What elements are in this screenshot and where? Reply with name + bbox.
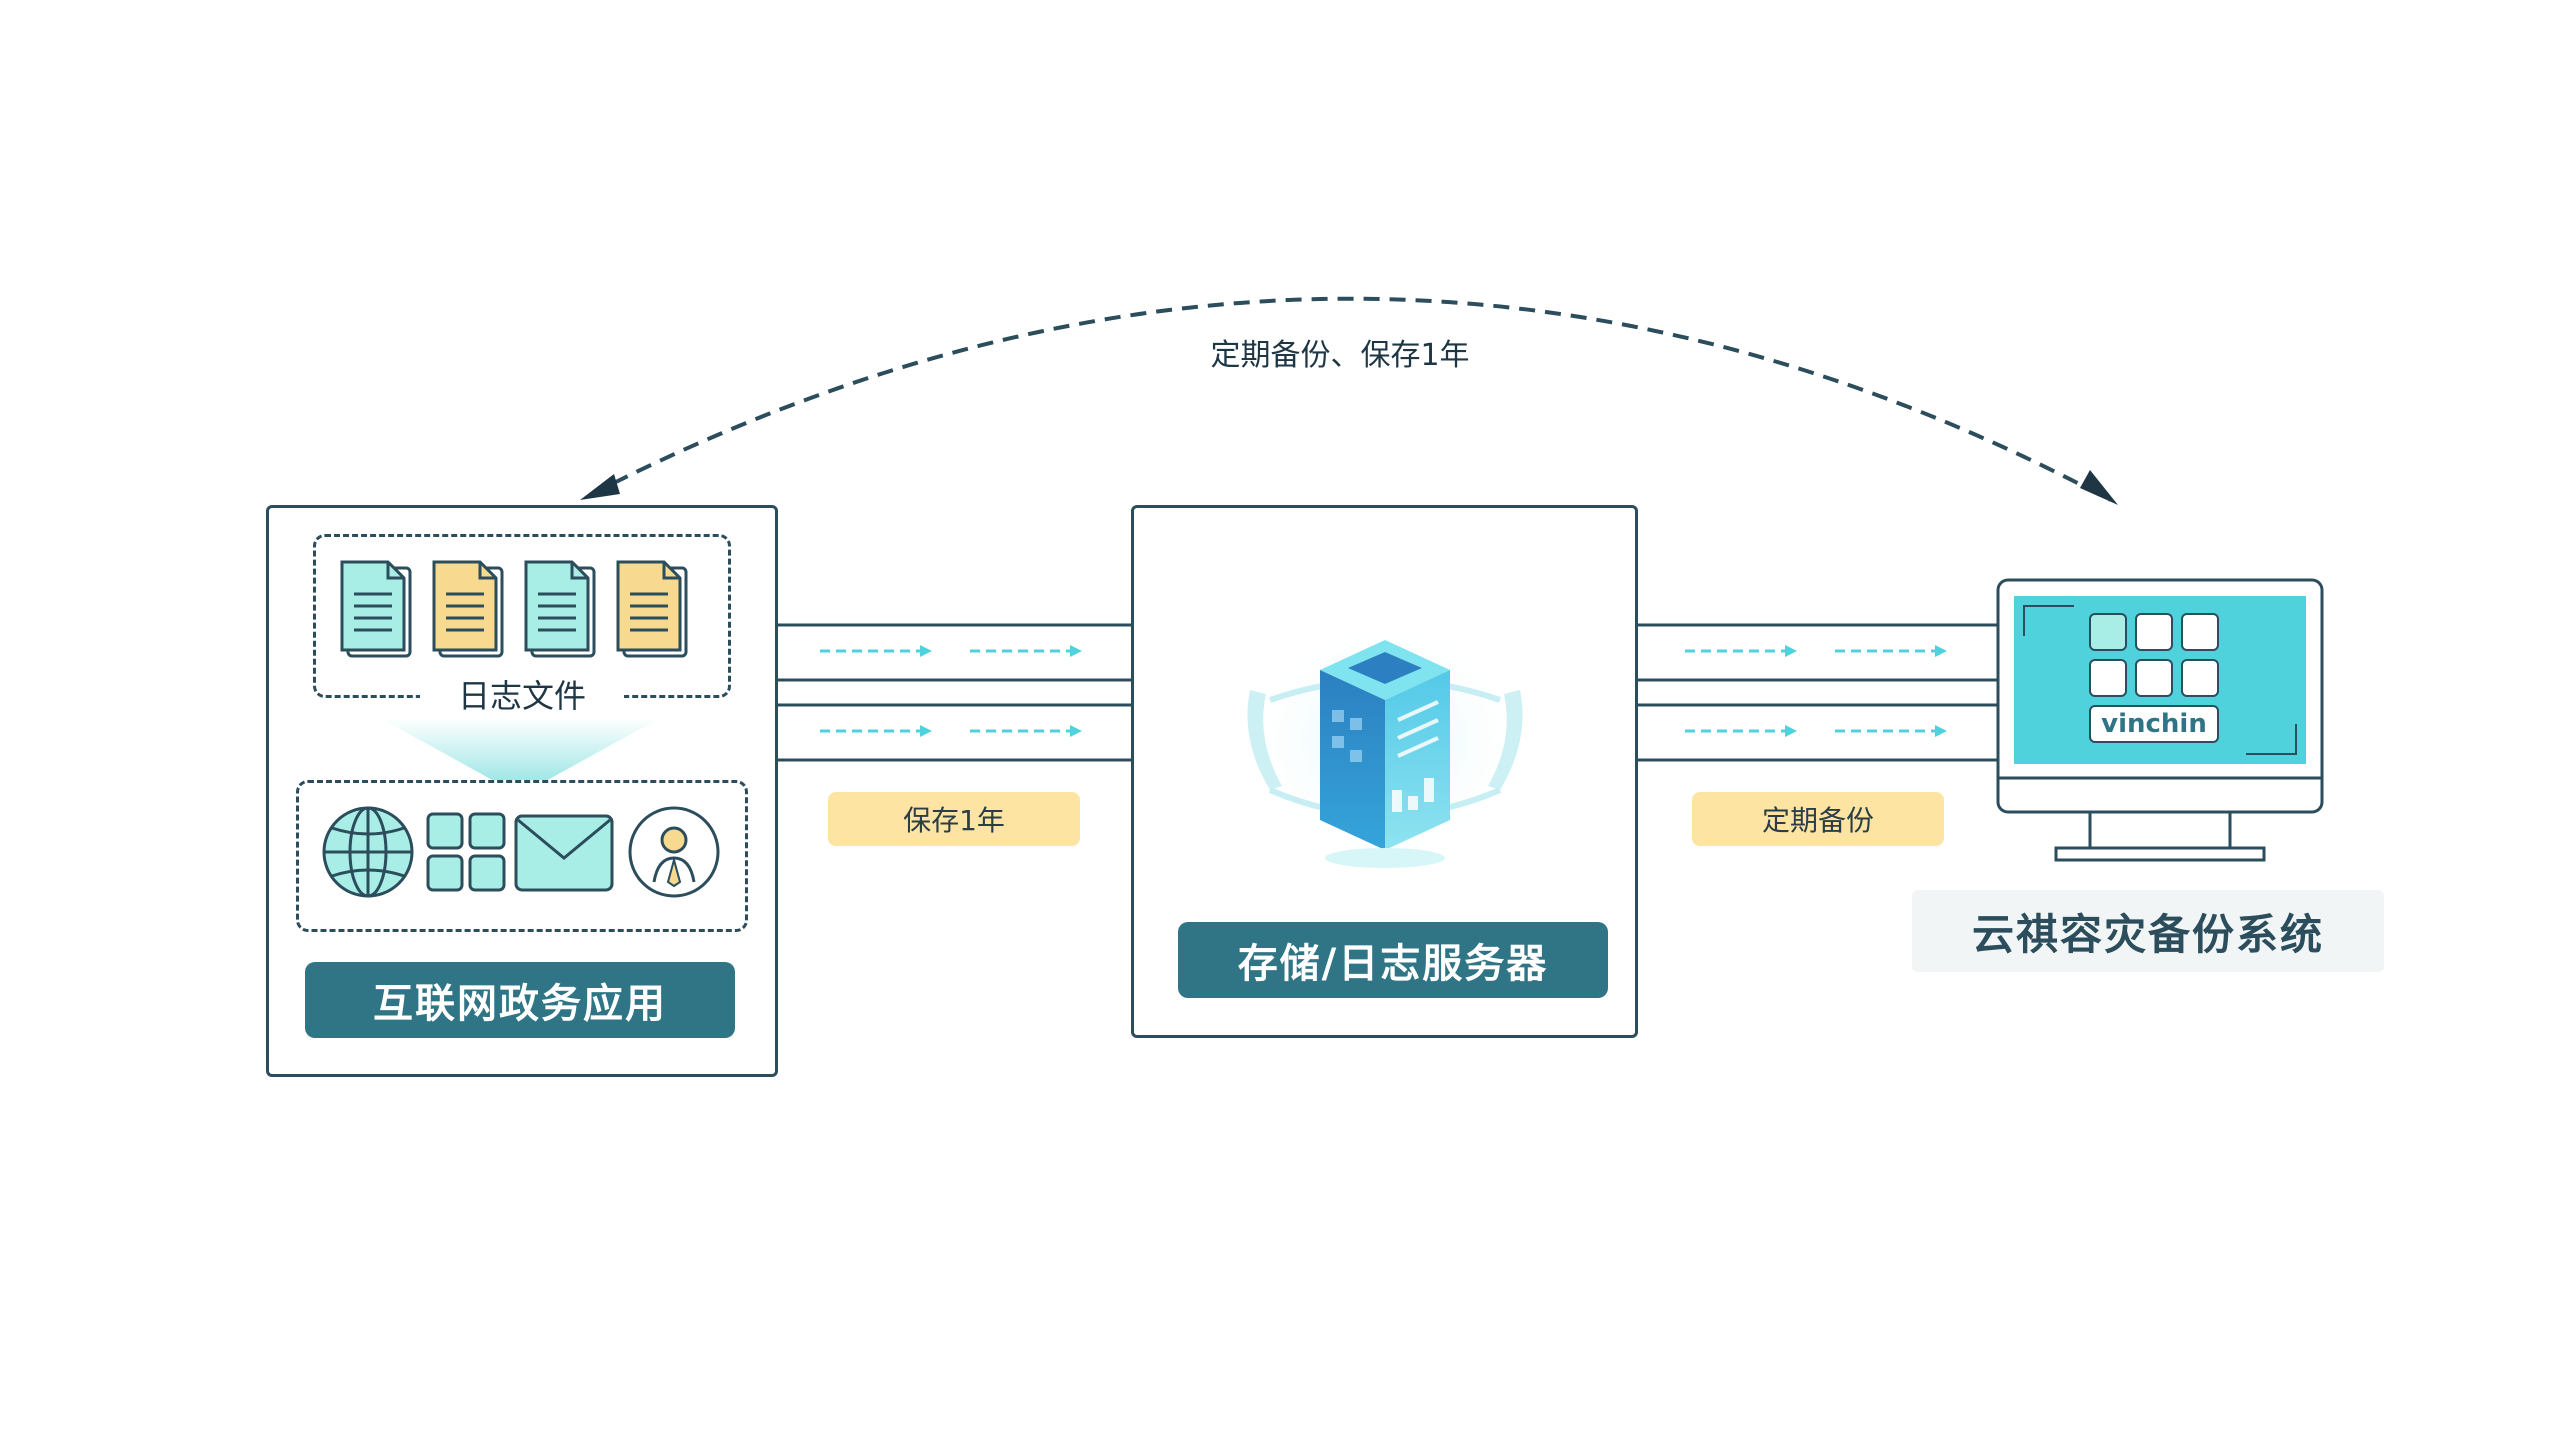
- arc-path: [589, 296, 2111, 502]
- server-icon: [1245, 620, 1525, 868]
- funnel-glow: [380, 718, 660, 782]
- retain-tag: 保存1年: [828, 792, 1080, 846]
- document-icon: [524, 560, 596, 658]
- backup-tag: 定期备份: [1692, 792, 1944, 846]
- mail-icon: [514, 814, 614, 892]
- globe-icon: [322, 806, 414, 898]
- arc-label: 定期备份、保存1年: [1210, 338, 1470, 373]
- document-icon: [340, 560, 412, 658]
- document-icon: [432, 560, 504, 658]
- app-icons: [322, 806, 720, 898]
- document-icon: [616, 560, 688, 658]
- log-files-caption: 日志文件: [420, 672, 624, 720]
- gov-app-title: 互联网政务应用: [305, 962, 735, 1038]
- log-server-title: 存储/日志服务器: [1178, 922, 1608, 998]
- arc-arrow-right: [2080, 470, 2118, 505]
- grid-icon: [426, 812, 506, 892]
- backup-system-title: 云祺容灾备份系统: [1912, 890, 2384, 972]
- log-files: [340, 560, 688, 658]
- user-icon: [628, 806, 720, 898]
- monitor-icon: [1996, 578, 2324, 862]
- vinchin-brand: vinchin: [2101, 709, 2207, 739]
- arc-arrow-left: [580, 474, 620, 500]
